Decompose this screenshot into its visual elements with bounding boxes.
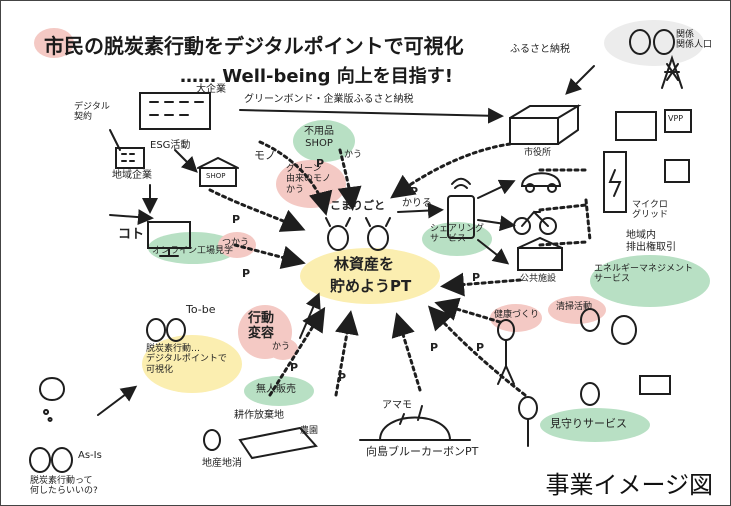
label-unused-shop: 不用品 SHOP: [304, 126, 334, 149]
label-local-company: 地域企業: [112, 170, 152, 181]
label-bluecarbon: 向島ブルーカーボンPT: [366, 445, 479, 458]
label-kariru: かりる: [402, 198, 432, 209]
label-micro-grid: マイクロ グリッド: [632, 200, 669, 221]
label-amamo: アマモ: [382, 400, 412, 411]
label-local-energy: 地域内 排出権取引: [626, 230, 676, 253]
label-abandoned-land: 耕作放棄地: [234, 410, 284, 421]
center-main-line1: 林資産を: [334, 255, 395, 273]
label-esg: ESG活動: [150, 140, 191, 151]
label-energy-service: エネルギーマネジメント サービス: [594, 264, 694, 285]
label-green-bond: グリーンボンド・企業版ふるさと納税: [244, 94, 414, 105]
point-marker: P: [232, 213, 241, 226]
label-mono: モノ: [254, 149, 276, 162]
label-koto: コト: [118, 227, 145, 242]
label-cleaning: 清掃活動: [556, 302, 593, 312]
yellow-blob-center: [300, 248, 440, 304]
green-blob-energy-service: [590, 255, 710, 307]
label-question: 脱炭素行動って 何したらいいの?: [30, 476, 98, 497]
label-mujin-shop: 無人販売: [256, 384, 296, 395]
label-public-facility: 公共施設: [520, 274, 557, 284]
label-digital-contract: デジタル 契約: [74, 102, 110, 123]
label-as-is: As-Is: [78, 450, 102, 461]
label-share-service: シェアリング サービス: [430, 224, 485, 245]
point-marker: P: [410, 185, 419, 198]
label-visualize: 脱炭素行動… デジタルポイントで 可視化: [146, 344, 227, 375]
label-city-hall: 市役所: [524, 148, 552, 158]
title-line1: 市民の脱炭素行動をデジタルポイントで可視化: [44, 34, 464, 58]
label-behavior-change: 行動 変容: [248, 311, 275, 341]
label-kau1: かう: [344, 150, 363, 160]
center-main-line2: 貯めようPT: [330, 277, 412, 295]
point-marker: P: [430, 341, 439, 354]
point-marker: P: [316, 157, 325, 170]
pink-blob-cleaning: [548, 296, 606, 324]
label-support-service: 見守りサービス: [550, 417, 627, 430]
label-vpp: VPP: [668, 114, 684, 123]
label-health: 健康づくり: [494, 310, 540, 320]
point-marker: P: [242, 267, 251, 280]
pink-blob-title-start: [34, 28, 74, 58]
label-green-origin: グリーン 由来のモノ かう: [286, 164, 332, 195]
point-marker: P: [476, 341, 485, 354]
label-online-tour: オンライン工場見学: [152, 246, 234, 256]
point-marker: P: [472, 271, 481, 284]
label-local-production: 地産地消: [202, 458, 242, 469]
label-farm: 農園: [300, 426, 319, 436]
label-tsukau: つかう: [222, 238, 250, 248]
label-to-be: To-be: [186, 303, 216, 316]
label-kau2: かう: [272, 342, 291, 352]
pink-blob-kau2: [268, 338, 298, 360]
center-pill: こまりごと: [330, 199, 385, 212]
figure-caption: 事業イメージ図: [545, 471, 713, 499]
yellow-blob-visualize: [142, 335, 242, 393]
label-stakeholders: 関係 関係人口: [676, 30, 713, 51]
title-line2: …… Well-being 向上を目指す!: [180, 66, 453, 87]
point-marker: P: [338, 371, 347, 384]
label-furusato: ふるさと納税: [510, 44, 570, 55]
green-blob-unused-shop: [293, 120, 355, 162]
green-blob-support: [540, 408, 650, 442]
label-company: 大企業: [196, 84, 226, 95]
label-shop: SHOP: [206, 172, 226, 180]
point-marker: P: [290, 361, 299, 374]
